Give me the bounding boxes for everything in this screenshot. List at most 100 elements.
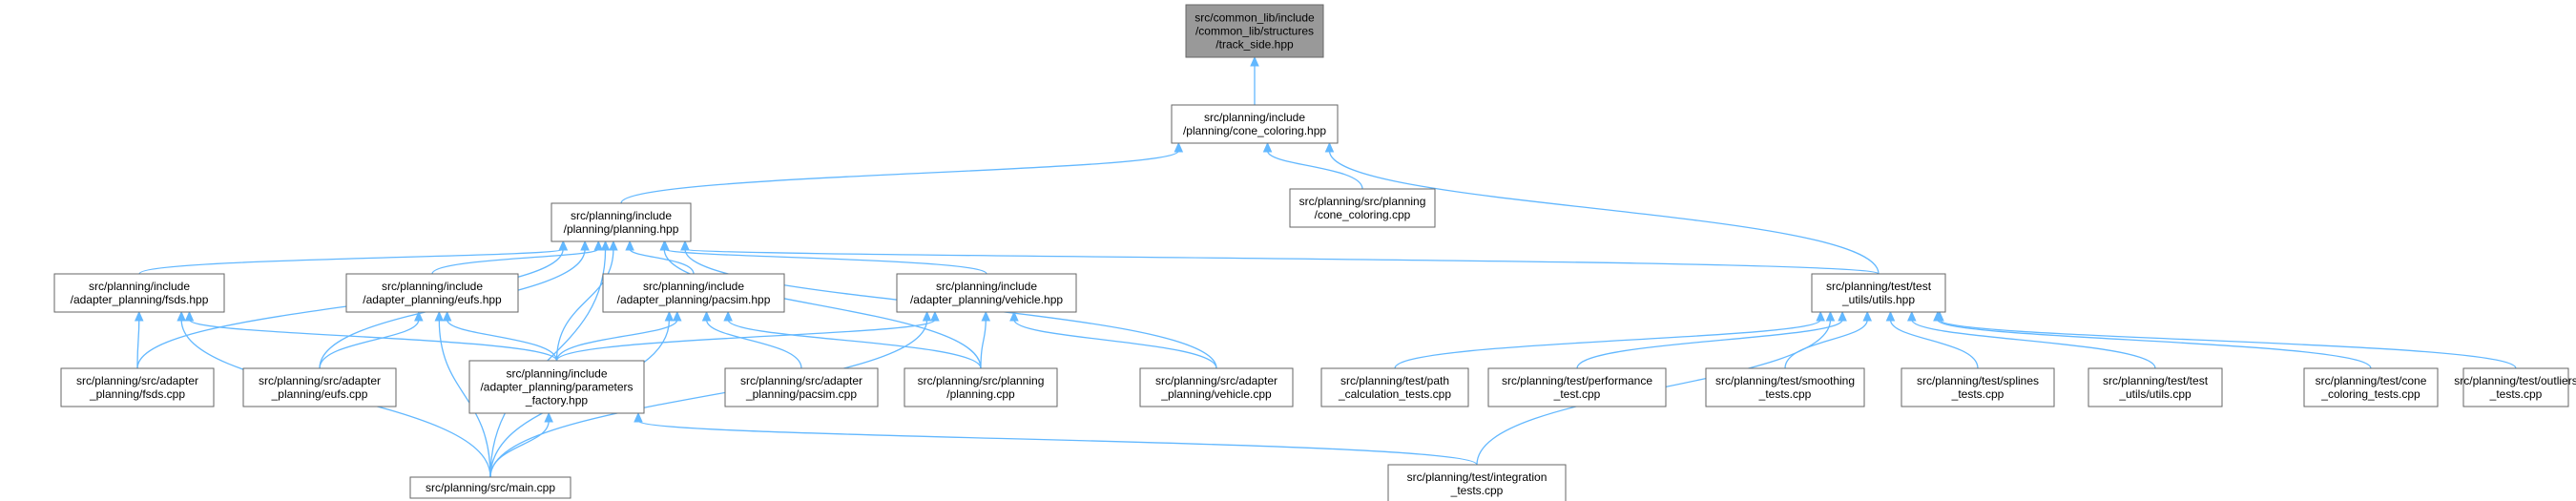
node-label-line: src/planning/src/adapter (259, 374, 381, 387)
edge-arrowhead (1862, 310, 1873, 322)
node-box[interactable] (409, 476, 571, 499)
node-label-line: /adapter_planning/fsds.hpp (71, 293, 209, 306)
edge-arrowhead (177, 310, 186, 322)
node-fsds_cpp[interactable]: src/planning/src/adapter_planning/fsds.c… (60, 367, 215, 407)
node-pacsim_cpp[interactable]: src/planning/src/adapter_planning/pacsim… (724, 367, 879, 407)
node-label-line: _tests.cpp (1951, 387, 2005, 401)
edge-vehicle_hpp-vehicle_cpp (1009, 310, 1217, 369)
edge-arrowhead (981, 310, 991, 322)
edge-line (136, 319, 140, 369)
node-box[interactable] (2303, 367, 2439, 407)
node-pacsim_hpp[interactable]: src/planning/include/adapter_planning/pa… (602, 273, 785, 313)
edge-arrowhead (1907, 310, 1917, 322)
node-box[interactable] (345, 273, 519, 313)
node-box[interactable] (1487, 367, 1667, 407)
edge-cone_coloring_hpp-cone_coloring_cpp (1262, 141, 1363, 190)
edge-arrowhead (1262, 141, 1273, 153)
node-box[interactable] (1185, 4, 1324, 58)
node-cone_coloring_hpp[interactable]: src/planning/include/planning/cone_color… (1171, 104, 1339, 144)
node-label-line: src/planning/src/main.cpp (426, 481, 555, 494)
node-label-line: _utils/utils.cpp (2118, 387, 2192, 401)
node-label-line: src/planning/test/test (2103, 374, 2209, 387)
edge-planning_hpp-fsds_hpp (138, 240, 569, 275)
node-path_calc_tests[interactable]: src/planning/test/path_calculation_tests… (1320, 367, 1469, 407)
node-label-line: _planning/vehicle.cpp (1160, 387, 1272, 401)
edge-line (555, 319, 678, 362)
node-outliers_tests[interactable]: src/planning/test/outliers_tests.cpp (2454, 367, 2576, 407)
edge-cone_coloring_hpp-test_utils_hpp (1324, 141, 1880, 275)
node-test_utils_hpp[interactable]: src/planning/test/test_utils/utils.hpp (1811, 273, 1946, 313)
edge-arrowhead (544, 411, 553, 423)
node-box[interactable] (468, 360, 645, 414)
node-box[interactable] (1811, 273, 1946, 313)
node-cone_coloring_tests[interactable]: src/planning/test/cone_coloring_tests.cp… (2303, 367, 2439, 407)
node-box[interactable] (1289, 188, 1436, 228)
edge-test_utils_hpp-smoothing_tests (1784, 310, 1873, 369)
node-planning_cpp[interactable]: src/planning/src/planning/planning.cpp (904, 367, 1058, 407)
node-box[interactable] (1171, 104, 1339, 144)
node-eufs_cpp[interactable]: src/planning/src/adapter_planning/eufs.c… (242, 367, 397, 407)
node-vehicle_hpp[interactable]: src/planning/include/adapter_planning/ve… (896, 273, 1077, 313)
edge-arrowhead (1816, 310, 1825, 322)
edge-vehicle_hpp-main_cpp (489, 310, 932, 478)
node-vehicle_cpp[interactable]: src/planning/src/adapter_planning/vehicl… (1139, 367, 1294, 407)
node-test_utils_cpp[interactable]: src/planning/test/test_utils/utils.cpp (2088, 367, 2223, 407)
node-box[interactable] (602, 273, 785, 313)
node-box[interactable] (60, 367, 215, 407)
edge-line (1328, 150, 1880, 275)
edge-planning_hpp-planning_cpp (659, 240, 982, 369)
node-label-line: src/planning/include (382, 280, 483, 293)
node-splines_tests[interactable]: src/planning/test/splines_tests.cpp (1901, 367, 2055, 407)
node-smoothing_tests[interactable]: src/planning/test/smoothing_tests.cpp (1705, 367, 1865, 407)
node-box[interactable] (896, 273, 1077, 313)
edge-arrowhead (442, 310, 452, 322)
edge-line (431, 248, 599, 275)
node-main_cpp[interactable]: src/planning/src/main.cpp (409, 476, 571, 499)
edge-line (1939, 319, 2517, 369)
node-box[interactable] (2088, 367, 2223, 407)
edge-arrowhead (434, 310, 445, 322)
node-box[interactable] (724, 367, 879, 407)
node-label-line: _tests.cpp (1758, 387, 1812, 401)
node-box[interactable] (1320, 367, 1469, 407)
node-box[interactable] (1139, 367, 1294, 407)
edge-line (664, 248, 987, 275)
node-label-line: _planning/pacsim.cpp (745, 387, 857, 401)
node-box[interactable] (551, 202, 692, 242)
edge-arrowhead (580, 240, 590, 251)
node-box[interactable] (1387, 464, 1567, 501)
node-box[interactable] (1705, 367, 1865, 407)
node-box[interactable] (1901, 367, 2055, 407)
node-eufs_hpp[interactable]: src/planning/include/adapter_planning/eu… (345, 273, 519, 313)
edge-arrowhead (609, 240, 618, 251)
node-label-line: src/planning/test/performance (1502, 374, 1652, 387)
edge-arrowhead (1935, 310, 1944, 322)
edge-line (1889, 319, 1979, 369)
edge-line (1394, 319, 1821, 369)
edge-track_side-cone_coloring_hpp (1250, 55, 1259, 105)
node-fsds_hpp[interactable]: src/planning/include/adapter_planning/fs… (53, 273, 225, 313)
node-label-line: _utils/utils.hpp (1841, 293, 1915, 306)
node-box[interactable] (53, 273, 225, 313)
node-label-line: _coloring_tests.cpp (2320, 387, 2420, 401)
edge-eufs_hpp-params_factory_hpp (442, 310, 558, 362)
node-box[interactable] (2462, 367, 2569, 407)
edge-test_utils_hpp-path_calc_tests (1394, 310, 1825, 369)
edge-params_factory_hpp-main_cpp (489, 411, 553, 478)
edge-line (684, 248, 1880, 275)
node-performance_test[interactable]: src/planning/test/performance_test.cpp (1487, 367, 1667, 407)
node-cone_coloring_cpp[interactable]: src/planning/src/planning/cone_coloring.… (1289, 188, 1436, 228)
edge-line (1784, 319, 1868, 369)
node-planning_hpp[interactable]: src/planning/include/planning/planning.h… (551, 202, 692, 242)
edge-arrowhead (723, 310, 733, 322)
node-label-line: _tests.cpp (2489, 387, 2543, 401)
node-params_factory_hpp[interactable]: src/planning/include/adapter_planning/pa… (468, 360, 645, 414)
node-track_side[interactable]: src/common_lib/include/common_lib/struct… (1185, 4, 1324, 58)
edge-test_utils_hpp-outliers_tests (1935, 310, 2517, 369)
node-label-line: /planning/cone_coloring.hpp (1183, 124, 1326, 137)
node-box[interactable] (904, 367, 1058, 407)
node-box[interactable] (242, 367, 397, 407)
node-label-line: /adapter_planning/eufs.hpp (363, 293, 502, 306)
node-integration_tests[interactable]: src/planning/test/integration_tests.cpp (1387, 464, 1567, 501)
